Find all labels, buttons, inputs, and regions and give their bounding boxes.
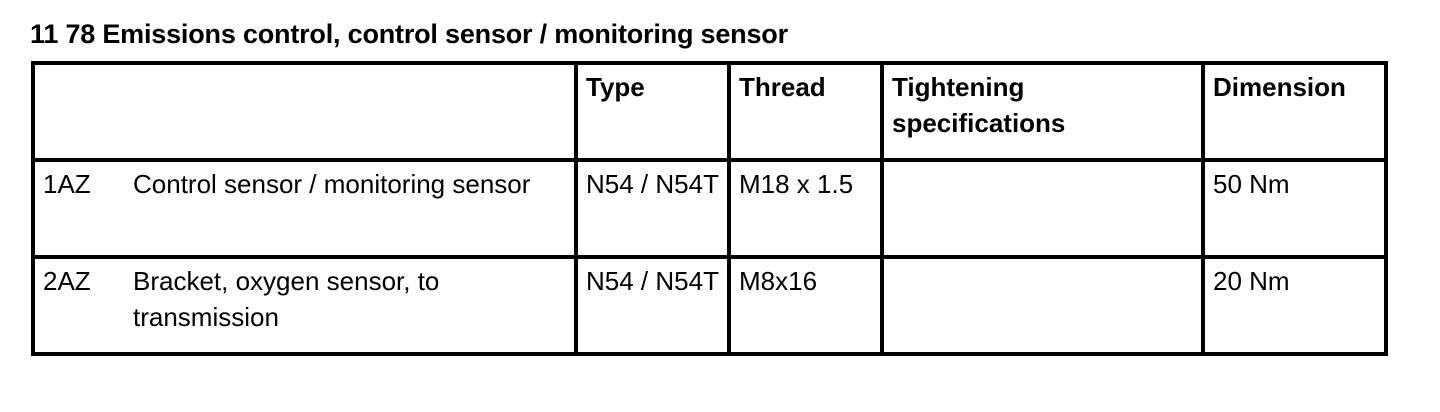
cell-type: N54 / N54T xyxy=(574,255,731,356)
column-header-tightening-specifications: Tightening specifications xyxy=(880,61,1205,162)
cell-thread: M18 x 1.5 xyxy=(727,158,884,259)
cell-dimension: 50 Nm xyxy=(1201,158,1388,259)
cell-description: 1AZ Control sensor / monitoring sensor xyxy=(31,158,578,259)
column-header-description xyxy=(31,61,578,162)
cell-dimension: 20 Nm xyxy=(1201,255,1388,356)
table-row: 1AZ Control sensor / monitoring sensor N… xyxy=(31,158,1388,259)
table-row: 2AZ Bracket, oxygen sensor, to transmiss… xyxy=(31,255,1388,356)
table-header-row: Type Thread Tightening specifications Di… xyxy=(31,61,1388,162)
item-description: Control sensor / monitoring sensor xyxy=(133,169,531,199)
cell-type: N54 / N54T xyxy=(574,158,731,259)
column-header-dimension: Dimension xyxy=(1201,61,1388,162)
column-header-type: Type xyxy=(574,61,731,162)
page-title: 11 78 Emissions control, control sensor … xyxy=(30,19,788,49)
item-number: 2AZ xyxy=(43,266,91,296)
cell-description: 2AZ Bracket, oxygen sensor, to transmiss… xyxy=(31,255,578,356)
torque-specification-table: Type Thread Tightening specifications Di… xyxy=(31,61,1388,356)
cell-tightening-specifications xyxy=(880,158,1205,259)
cell-thread: M8x16 xyxy=(727,255,884,356)
cell-tightening-specifications xyxy=(880,255,1205,356)
item-number: 1AZ xyxy=(43,169,91,199)
column-header-thread: Thread xyxy=(727,61,884,162)
item-description: Bracket, oxygen sensor, to transmission xyxy=(133,266,440,332)
